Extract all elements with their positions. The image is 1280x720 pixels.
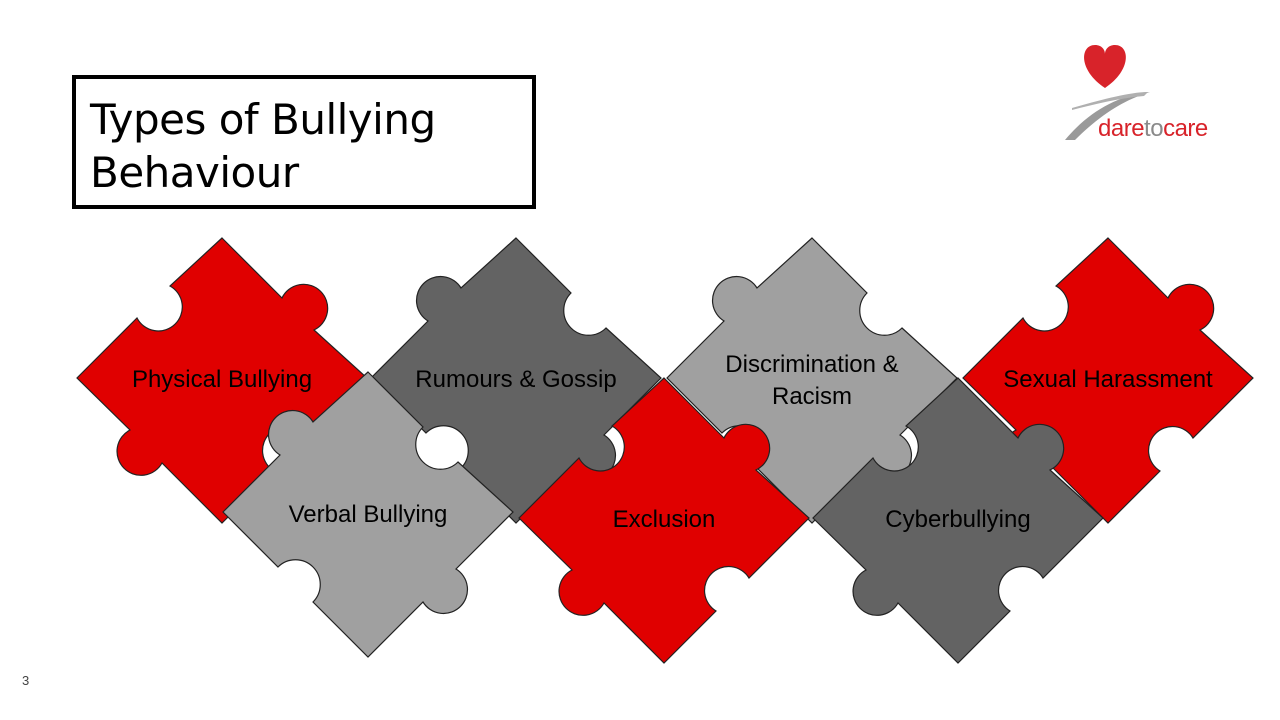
label-verbal-bullying: Verbal Bullying (289, 501, 448, 528)
logo-graphic (1065, 45, 1150, 140)
label-sexual-harassment: Sexual Harassment (1003, 366, 1213, 393)
label-physical-bullying: Physical Bullying (132, 366, 312, 393)
label-exclusion: Exclusion (613, 506, 716, 533)
logo-dare: dare (1098, 115, 1145, 142)
heart-icon (1084, 45, 1126, 88)
label-discrimination-line2: Racism (772, 383, 852, 410)
dare-to-care-logo: daretocare (1060, 40, 1230, 150)
label-discrimination-line1: Discrimination & (725, 351, 898, 378)
swoosh-icon (1065, 92, 1150, 140)
page-number: 3 (22, 673, 30, 688)
label-cyberbullying: Cyberbullying (885, 506, 1030, 533)
logo-wordmark: daretocare (1098, 115, 1208, 143)
logo-to: to (1144, 115, 1164, 142)
label-rumours-gossip: Rumours & Gossip (415, 366, 616, 393)
logo-care: care (1163, 115, 1208, 142)
